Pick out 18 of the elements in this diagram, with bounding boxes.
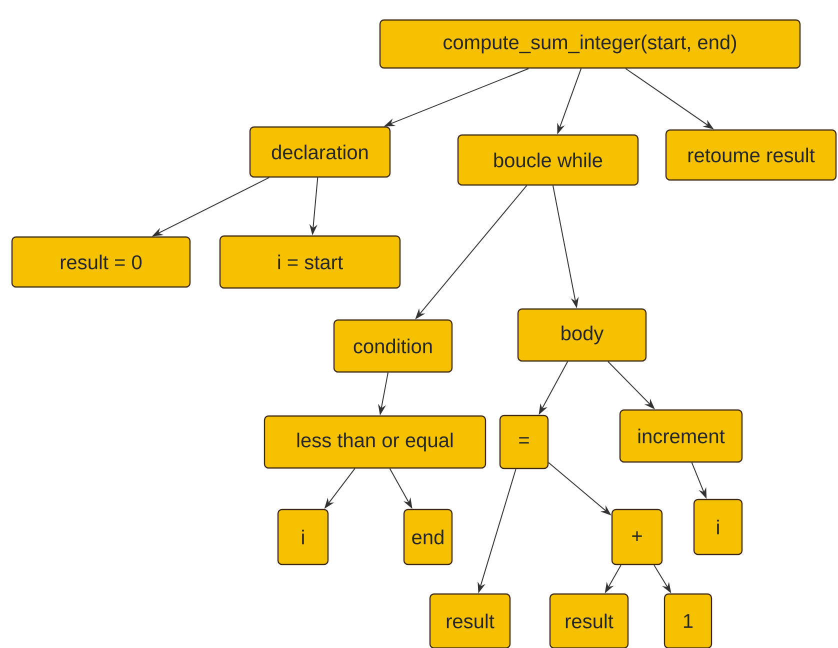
tree-node-box: condition — [333, 319, 453, 373]
tree-node-box: compute_sum_integer(start, end) — [379, 19, 801, 69]
tree-node-box: increment — [619, 409, 743, 463]
tree-node-box: + — [611, 508, 663, 566]
tree-node-box: body — [517, 308, 647, 362]
tree-node-box: 1 — [664, 593, 712, 648]
tree-node-box: retoume result — [665, 129, 837, 181]
tree-node-box: i = start — [219, 235, 401, 289]
tree-node-box: end — [403, 508, 453, 566]
tree-node-box: result — [429, 593, 511, 648]
tree-node-box: boucle while — [457, 134, 639, 186]
tree-node-box: result — [549, 593, 629, 648]
tree-node-box: = — [499, 414, 549, 470]
tree-node-box: i — [277, 508, 329, 566]
tree-node-box: i — [693, 498, 743, 556]
tree-node-box: less than or equal — [264, 415, 486, 469]
tree-node-box: declaration — [249, 126, 391, 178]
tree-node-box: result = 0 — [11, 236, 191, 288]
